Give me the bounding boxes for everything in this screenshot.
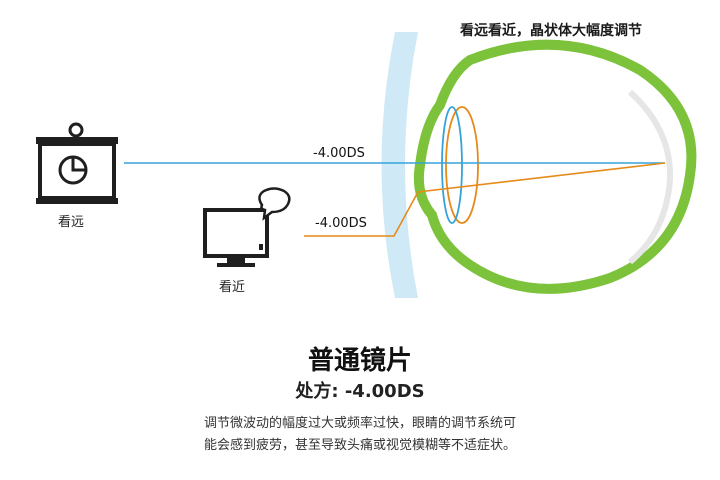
- far-power-label: -4.00DS: [313, 146, 365, 161]
- eyeball: [413, 39, 697, 294]
- far-label: 看远: [58, 215, 85, 230]
- description-line-1: 调节微波动的幅度过大或频率过快，眼睛的调节系统可: [203, 416, 516, 431]
- crystalline-lens-near: [445, 106, 479, 224]
- near-label: 看近: [219, 280, 246, 295]
- corrective-lens: [381, 32, 418, 298]
- near-power-label: -4.00DS: [315, 216, 367, 231]
- projection-screen-pie-chart-icon: [36, 122, 118, 204]
- description-line-2: 能会感到疲劳，甚至导致头痛或视觉模糊等不适症状。: [203, 438, 516, 453]
- lens-title: 普通镜片: [307, 346, 412, 376]
- near-light-ray: [304, 162, 666, 237]
- crystalline-lens-far: [441, 106, 463, 224]
- diagram-caption: 看远看近，晶状体大幅度调节: [460, 23, 642, 39]
- monitor-with-speech-bubble-icon: [203, 187, 291, 267]
- prescription-text: 处方: -4.00DS: [295, 381, 425, 402]
